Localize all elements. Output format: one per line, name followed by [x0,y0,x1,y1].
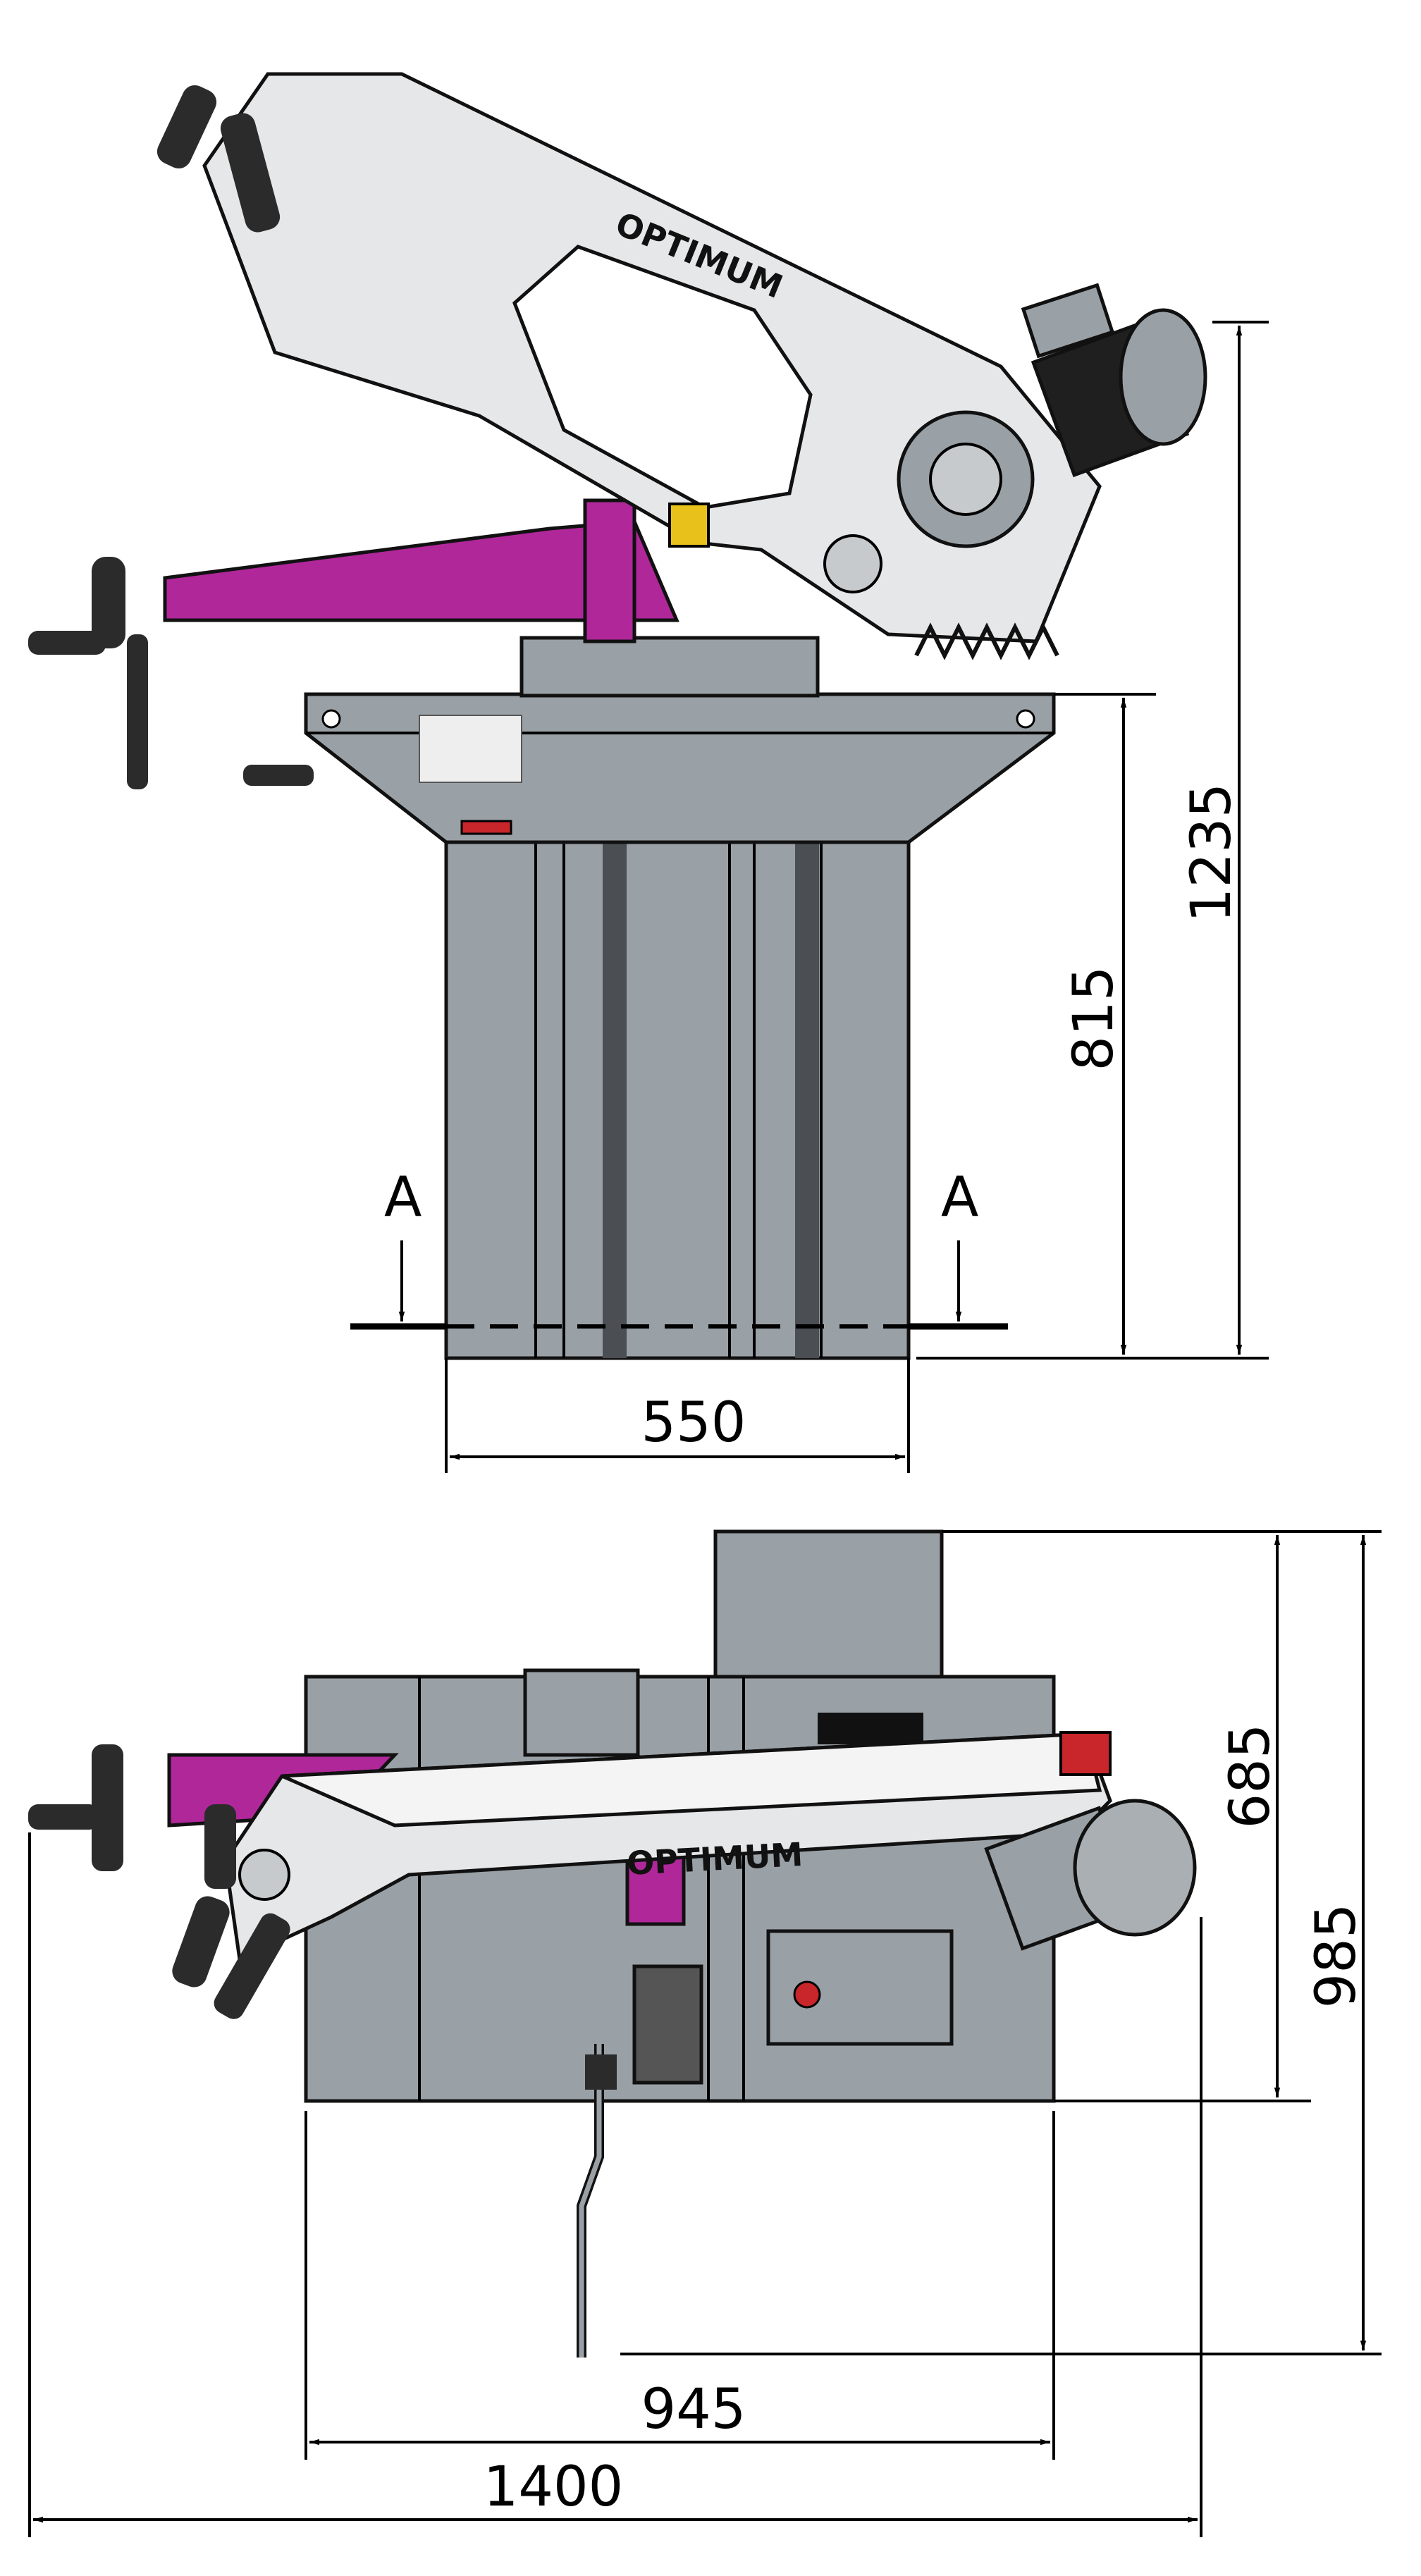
svg-text:985: 985 [1305,1904,1368,2009]
handwheel-top[interactable] [92,1744,123,1871]
dimension-1235: 1235 [916,321,1269,1360]
motor-end-cap [1119,308,1207,446]
switch-red [460,820,512,835]
dimension-550: 550 [445,1358,910,1473]
work-table [304,692,1056,844]
svg-text:550: 550 [641,1391,746,1455]
chip-tray-top [713,1529,944,1679]
svg-text:1235: 1235 [1180,783,1243,923]
svg-text:1400: 1400 [484,2455,624,2519]
section-label-left: A [384,1166,422,1229]
top-view: OPTIMUM 685 985 [28,1529,1382,2537]
dimension-985: 985 [620,1535,1382,2355]
terminal-box [1021,283,1115,359]
svg-text:815: 815 [1062,966,1126,1071]
stand-body [444,840,911,1360]
dimension-1400: 1400 [28,1832,1202,2537]
switch-red-top [1059,1731,1112,1776]
motor-cap-top [1073,1799,1197,1937]
dimension-945: 945 [304,2111,1055,2460]
warning-label [419,715,522,783]
blade-guide-yellow [668,503,710,548]
handwheel[interactable] [92,557,125,648]
stand-slot-right [795,842,819,1358]
arm-handle[interactable] [218,110,283,235]
svg-text:945: 945 [641,2378,746,2441]
dimension-685: 685 [942,1530,1382,2102]
tension-spring [914,622,1059,660]
vise-bar [163,519,679,622]
wheel-hub [823,534,882,593]
stand-slot-left [603,842,627,1358]
brand-logo-top: OPTIMUM [626,1835,804,1882]
section-label-right: A [941,1166,978,1229]
front-view: OPTIMUM A A 1235 815 [28,72,1269,1473]
svg-text:685: 685 [1219,1724,1282,1829]
arm-opening [512,245,813,510]
emergency-stop[interactable] [793,1980,821,2009]
dimension-815: 815 [1054,693,1156,1355]
